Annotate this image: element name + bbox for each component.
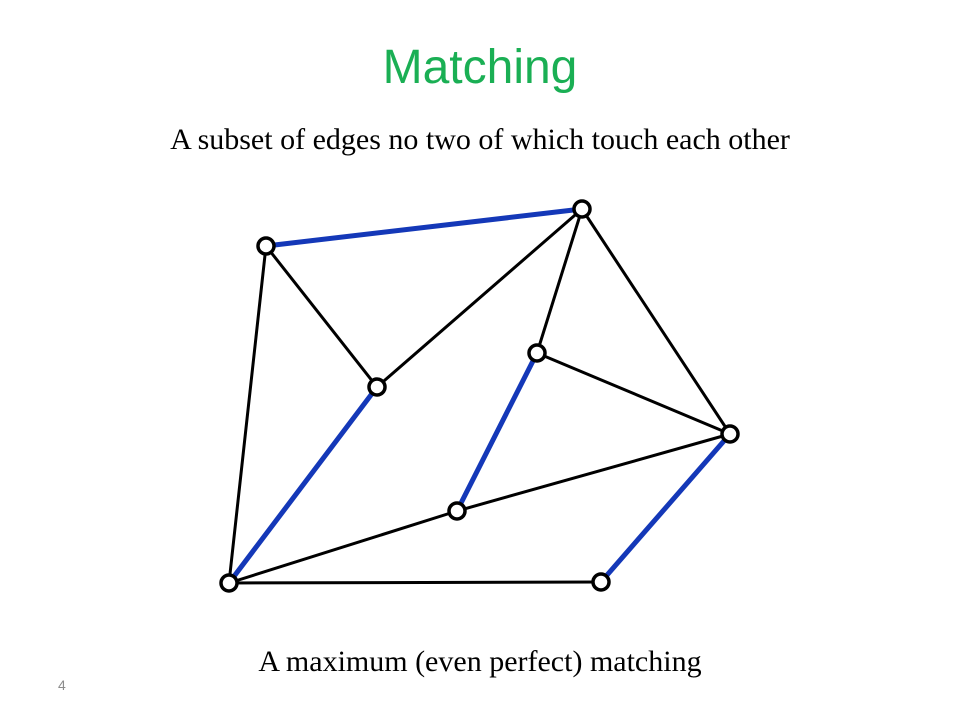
graph-vertices <box>219 199 740 593</box>
slide-title: Matching <box>382 41 578 94</box>
vertex-v4 <box>527 343 547 363</box>
vertex-v1 <box>256 236 276 256</box>
edge-v6-v7 <box>227 509 459 585</box>
edge-v5-v6 <box>455 432 732 513</box>
vertex-v6 <box>447 501 467 521</box>
edge-v2-v4 <box>535 207 584 355</box>
graph-edges <box>226 206 733 586</box>
edge-v7-v8 <box>227 580 603 585</box>
vertex-v3 <box>367 377 387 397</box>
matched-edge-v4-v6 <box>454 350 540 514</box>
vertex-v7 <box>219 573 239 593</box>
slide-subtitle: A subset of edges no two of which touch … <box>170 123 790 156</box>
vertex-v5 <box>720 424 740 444</box>
vertex-v2 <box>572 199 592 219</box>
vertex-v8 <box>591 572 611 592</box>
edge-v1-v3 <box>264 244 379 389</box>
matched-edge-v3-v7 <box>226 384 380 586</box>
edge-v4-v5 <box>535 351 732 436</box>
matched-edge-v5-v8 <box>598 431 733 585</box>
edge-v2-v3 <box>375 207 584 389</box>
matched-edge-v1-v2 <box>263 206 585 249</box>
edge-v1-v7 <box>227 244 268 585</box>
edge-v2-v5 <box>580 207 732 436</box>
slide-caption: A maximum (even perfect) matching <box>258 645 702 678</box>
slide-number: 4 <box>58 677 66 693</box>
